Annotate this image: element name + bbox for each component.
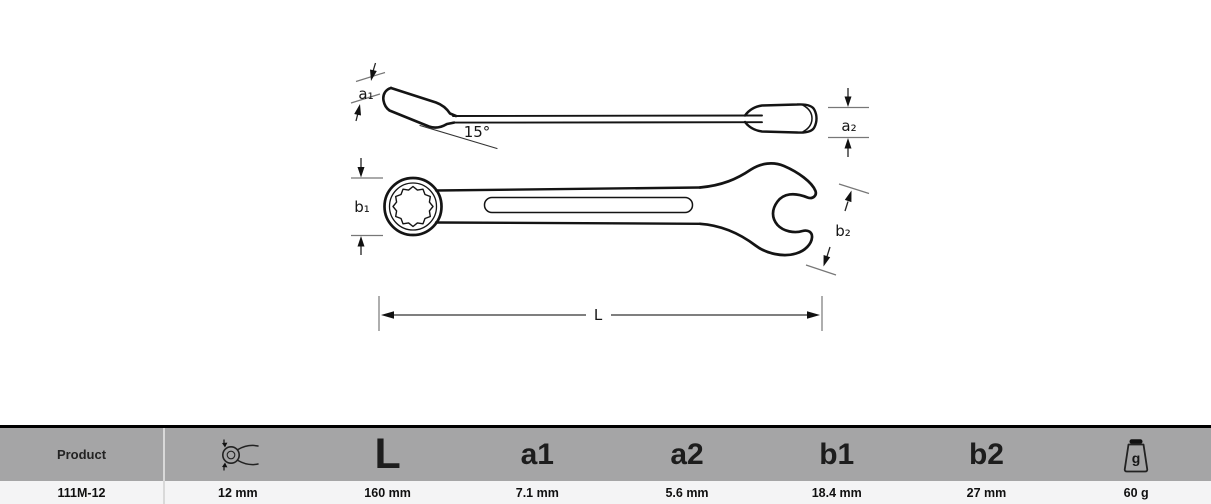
header-b1: b1 [819, 437, 855, 471]
wrench-size-icon [221, 439, 259, 470]
column-separator [163, 428, 165, 504]
arrowhead [844, 190, 852, 203]
top-shaft-top [434, 186, 702, 192]
dim-label-angle: 15° [464, 123, 491, 141]
arrowhead [221, 462, 228, 467]
arrowhead [844, 96, 852, 107]
dim-label-a2: a₂ [841, 117, 856, 135]
side-ring-head [382, 86, 456, 129]
header-size [163, 428, 313, 481]
arrowhead [221, 442, 228, 447]
header-a2: a2 [670, 437, 704, 471]
dim-length: L [378, 296, 823, 331]
wrench-top-view [383, 162, 818, 257]
cell-size: 12 mm [218, 485, 258, 500]
ring-inner [388, 182, 438, 231]
header-weight: g [1061, 428, 1211, 481]
header-product: Product [0, 428, 163, 481]
spec-table-row: 111M-12 12 mm 160 mm 7.1 mm 5.6 mm 18.4 … [0, 481, 1211, 504]
arrowhead [807, 311, 820, 319]
arrowhead [844, 138, 852, 149]
wrench-technical-drawing: a₁ 15° a₂ [350, 62, 870, 331]
header-L: L [374, 430, 401, 478]
dim-a1: a₁ [350, 62, 386, 122]
header-product-label: Product [56, 447, 107, 462]
cell-product: 111M-12 [57, 485, 106, 500]
angle-line [419, 124, 498, 150]
wrench-side-view [382, 86, 818, 150]
ring-12-point-profile [392, 185, 434, 228]
header-a1: a1 [520, 437, 554, 471]
dim-label-b2: b₂ [835, 222, 851, 240]
arrowhead [823, 255, 831, 267]
side-open-head-arc [802, 104, 813, 133]
top-shaft-bottom [434, 221, 702, 225]
spec-table-header: Product L a1 a [0, 428, 1211, 481]
dim-label-a1: a₁ [358, 85, 373, 103]
cell-b2: 27 mm [966, 485, 1007, 500]
dim-a2: a₂ [828, 88, 869, 157]
side-ring-head-top [389, 86, 458, 118]
cell-b1: 18.4 mm [811, 485, 862, 500]
side-open-head [743, 103, 818, 134]
cell-L: 160 mm [364, 485, 411, 500]
ring-outer [383, 176, 443, 237]
shaft-slot [483, 196, 694, 214]
dim-b1: b₁ [351, 158, 383, 255]
dim-label-length: L [594, 306, 603, 324]
dim-label-b1: b₁ [354, 198, 370, 216]
arrowhead [357, 236, 365, 247]
dim-b2: b₂ [805, 183, 870, 276]
cell-a2: 5.6 mm [665, 485, 709, 500]
arrowhead [357, 167, 365, 178]
spec-table: Product L a1 a [0, 425, 1211, 504]
cell-weight: 60 g [1123, 485, 1149, 500]
arrowhead [381, 311, 394, 319]
weight-icon-letter: g [1132, 450, 1141, 466]
arrowhead [354, 104, 361, 116]
cell-a1: 7.1 mm [515, 485, 559, 500]
weight-icon: g [1124, 438, 1149, 472]
open-end-jaw [698, 162, 818, 257]
arrowhead [370, 69, 377, 81]
header-b2: b2 [968, 437, 1004, 471]
side-shaft-top [452, 114, 763, 117]
